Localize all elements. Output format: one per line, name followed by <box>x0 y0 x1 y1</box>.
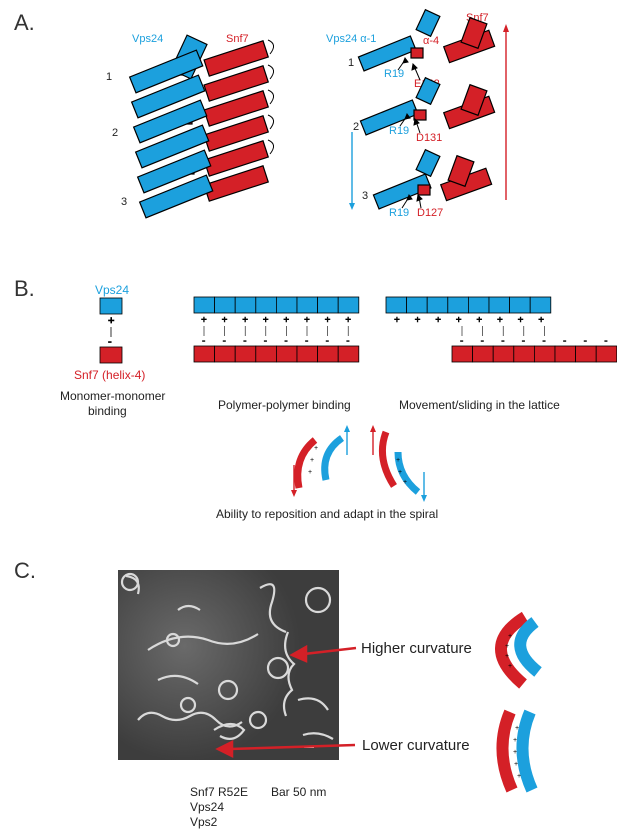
sample-line3: Vps2 <box>190 815 218 829</box>
minus-charge: - <box>223 336 226 347</box>
vps24-label: Vps24 <box>132 33 164 45</box>
panel-c-letter: C. <box>14 558 36 583</box>
plus-charge: + <box>283 315 289 326</box>
right-row-1: 1 <box>348 57 355 69</box>
monomer-caption-line1: Monomer-monomer <box>60 389 166 403</box>
polymer-caption: Polymer-polymer binding <box>218 398 351 412</box>
sliding-caption: Movement/sliding in the lattice <box>399 398 560 412</box>
minus-charge: - <box>284 336 287 347</box>
lower-curvature-label: Lower curvature <box>362 737 470 754</box>
panel-b-letter: B. <box>14 276 35 301</box>
svg-text:+: + <box>505 653 509 660</box>
svg-text:-: - <box>108 336 112 348</box>
svg-text:+: + <box>310 457 314 464</box>
minus-charge: - <box>481 336 484 347</box>
higher-curvature-label: Higher curvature <box>361 640 472 657</box>
plus-charge: + <box>518 315 524 326</box>
minus-charge: - <box>501 336 504 347</box>
row-number-3: 3 <box>121 196 128 208</box>
snf7-helix-label: α-4 <box>423 35 440 47</box>
vps24-subunit <box>337 296 360 314</box>
residue-r19-1: R19 <box>384 68 405 80</box>
minus-charge: - <box>202 336 205 347</box>
plus-charge: + <box>456 315 462 326</box>
residue-d131: D131 <box>416 132 443 144</box>
plus-charge: + <box>415 315 421 326</box>
svg-text:+: + <box>515 725 519 732</box>
sample-line2: Vps24 <box>190 800 225 814</box>
bottom-caption: Ability to reposition and adapt in the s… <box>216 507 439 521</box>
monomer-caption-line2: binding <box>88 404 127 418</box>
plus-charge: + <box>304 315 310 326</box>
minus-charge: - <box>542 336 545 347</box>
svg-text:+: + <box>505 643 509 650</box>
residue-r19-2: R19 <box>389 125 410 137</box>
snf7-helix4-label: Snf7 (helix-4) <box>74 368 146 382</box>
plus-charge: + <box>242 315 248 326</box>
row-number-1: 1 <box>106 71 113 83</box>
minus-charge: - <box>522 336 525 347</box>
minus-charge: - <box>305 336 308 347</box>
plus-charge: + <box>345 315 351 326</box>
svg-text:+: + <box>403 479 407 486</box>
panel-a-letter: A. <box>14 10 35 35</box>
svg-text:+: + <box>508 663 512 670</box>
minus-charge: - <box>563 336 566 347</box>
svg-text:+: + <box>517 773 521 780</box>
svg-text:+: + <box>513 749 517 756</box>
vps24-subunit <box>529 296 552 314</box>
residue-d127: D127 <box>417 207 444 219</box>
minus-charge: - <box>264 336 267 347</box>
sample-line1: Snf7 R52E <box>190 785 249 799</box>
minus-charge: - <box>460 336 463 347</box>
vps24-monomer-label: Vps24 <box>95 283 130 297</box>
row-number-2: 2 <box>112 127 119 139</box>
svg-text:+: + <box>514 761 518 768</box>
snf7-label: Snf7 <box>226 33 249 45</box>
electron-micrograph <box>118 570 339 760</box>
vps24-helix-label: Vps24 α-1 <box>326 33 377 45</box>
plus-charge: + <box>394 315 400 326</box>
svg-text:+: + <box>396 457 400 464</box>
svg-text:+: + <box>108 315 114 327</box>
svg-text:+: + <box>398 469 402 476</box>
right-row-2: 2 <box>353 121 360 133</box>
scale-bar-label: Bar 50 nm <box>271 785 327 799</box>
plus-charge: + <box>263 315 269 326</box>
svg-text:+: + <box>308 469 312 476</box>
plus-charge: + <box>222 315 228 326</box>
plus-charge: + <box>325 315 331 326</box>
minus-charge: - <box>604 336 607 347</box>
minus-charge: - <box>584 336 587 347</box>
minus-charge: - <box>346 336 349 347</box>
plus-charge: + <box>435 315 441 326</box>
minus-charge: - <box>326 336 329 347</box>
plus-charge: + <box>201 315 207 326</box>
snf7-subunit <box>337 345 360 363</box>
plus-charge: + <box>538 315 544 326</box>
svg-text:+: + <box>508 633 512 640</box>
svg-text:+: + <box>513 737 517 744</box>
plus-charge: + <box>476 315 482 326</box>
plus-charge: + <box>497 315 503 326</box>
right-row-3: 3 <box>362 190 369 202</box>
minus-charge: - <box>243 336 246 347</box>
svg-text:+: + <box>314 445 318 452</box>
residue-r19-3: R19 <box>389 207 410 219</box>
